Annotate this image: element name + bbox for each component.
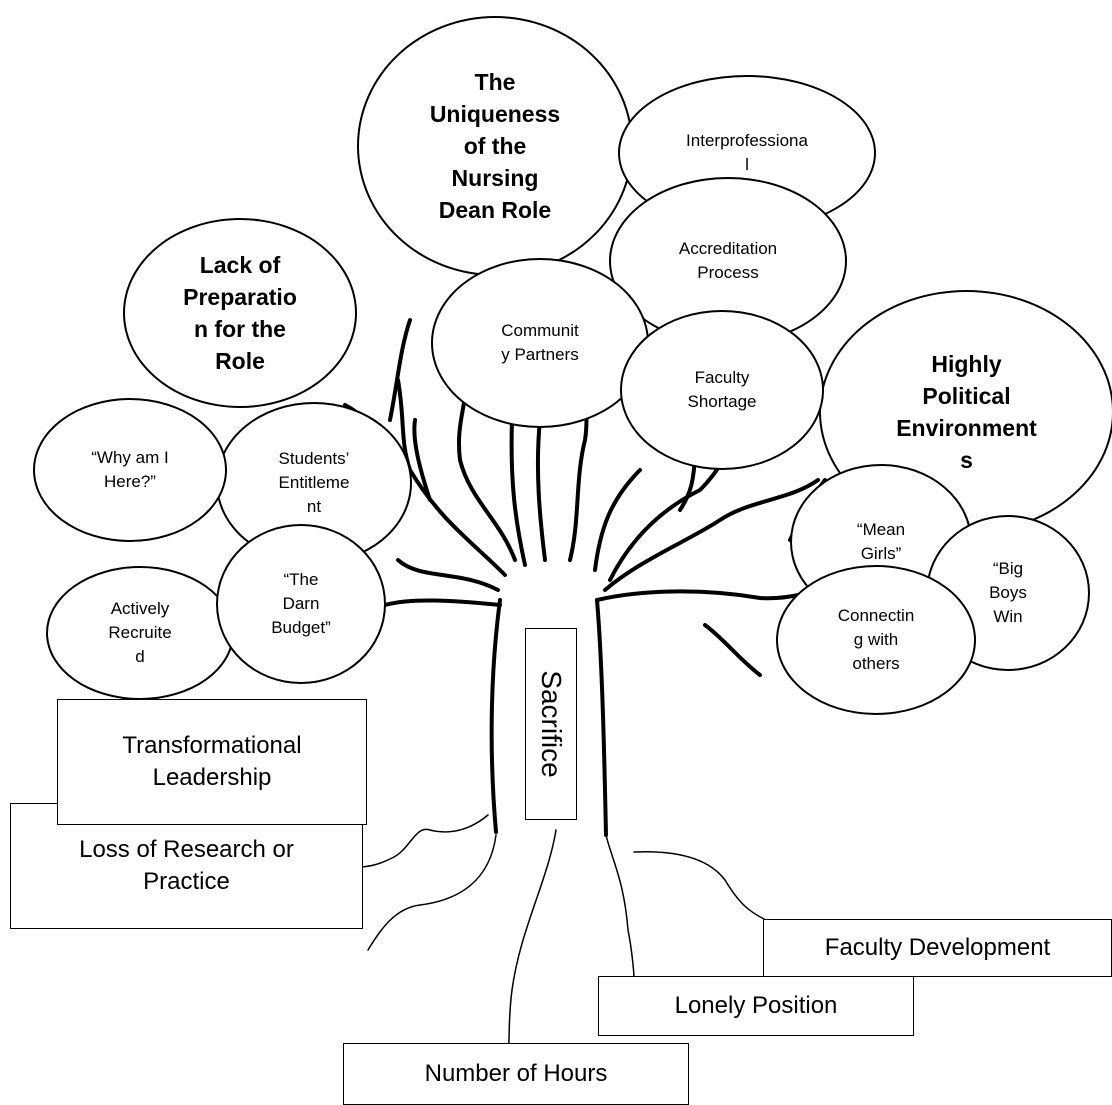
theme-uniqueness-label: The Uniqueness of the Nursing Dean Role <box>429 69 561 223</box>
root-lonely-position-label: Lonely Position <box>674 992 838 1019</box>
root-number-of-hours-label: Number of Hours <box>424 1060 608 1087</box>
branch <box>388 318 412 422</box>
branch <box>412 418 432 502</box>
subtheme-faculty-shortage-label: Faculty Shortage <box>687 368 757 411</box>
subtheme-why-am-i-here-bubble: “Why am I Here?” <box>33 398 227 542</box>
theme-lack-of-preparation-bubble: Lack of Preparatio n for the Role <box>123 218 357 408</box>
subtheme-darn-budget-bubble: “The Darn Budget” <box>216 524 386 684</box>
subtheme-community-partners-bubble: Communit y Partners <box>431 258 649 428</box>
branch <box>703 623 762 677</box>
root-loss-of-research-label: Loss of Research or Practice <box>79 836 294 895</box>
root-transformational-label: Transformational Leadership <box>122 732 302 791</box>
branch <box>593 468 642 572</box>
trunk-label: Sacrifice <box>536 670 567 778</box>
root <box>507 829 557 1056</box>
subtheme-darn-budget-label: “The Darn Budget” <box>271 570 331 637</box>
subtheme-connecting-label: Connectin g with others <box>837 606 915 673</box>
subtheme-faculty-shortage-bubble: Faculty Shortage <box>620 310 824 470</box>
root <box>361 814 489 868</box>
subtheme-mean-girls-label: “Mean Girls” <box>856 520 906 563</box>
subtheme-community-partners-label: Communit y Partners <box>501 321 579 364</box>
root <box>367 834 497 951</box>
trunk-right-edge <box>595 598 608 837</box>
root <box>633 851 767 921</box>
theme-lack-of-preparation-label: Lack of Preparatio n for the Role <box>183 252 297 374</box>
theme-uniqueness-bubble: The Uniqueness of the Nursing Dean Role <box>357 16 633 276</box>
root-transformational-box: Transformational Leadership <box>57 699 367 825</box>
subtheme-actively-recruited-label: Actively Recruite d <box>108 599 172 666</box>
subtheme-big-boys-win-label: “Big Boys Win <box>989 559 1027 626</box>
subtheme-why-am-i-here-label: “Why am I Here?” <box>91 448 169 491</box>
branch <box>603 478 820 592</box>
root-faculty-development-label: Faculty Development <box>824 934 1051 961</box>
trunk-label-box: Sacrifice <box>525 628 577 820</box>
theme-highly-political-label: Highly Political Environment s <box>896 351 1037 473</box>
root-faculty-development-box: Faculty Development <box>763 919 1112 977</box>
root-lonely-position-box: Lonely Position <box>598 976 914 1036</box>
branch <box>535 418 547 562</box>
subtheme-actively-recruited-bubble: Actively Recruite d <box>46 566 234 700</box>
branch <box>383 598 502 607</box>
root-number-of-hours-box: Number of Hours <box>343 1043 689 1105</box>
branch <box>396 558 500 592</box>
subtheme-students-entitlement-label: Students’ Entitleme nt <box>278 449 350 516</box>
subtheme-connecting-bubble: Connectin g with others <box>776 565 976 715</box>
subtheme-accreditation-label: Accreditation Process <box>678 239 778 282</box>
subtheme-interprofessional-label: Interprofessiona l <box>686 131 808 174</box>
trunk-left-edge <box>489 598 502 834</box>
